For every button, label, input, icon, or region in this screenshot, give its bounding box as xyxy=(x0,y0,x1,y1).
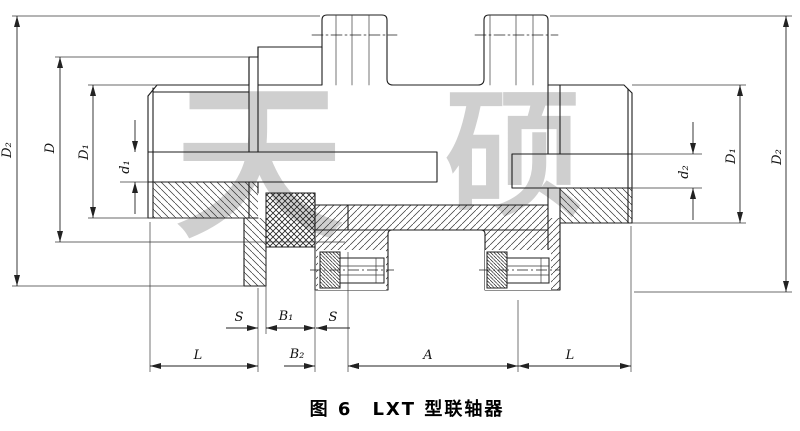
dim-label-bore-left: d₁ xyxy=(118,160,133,174)
dimension-labels: D₂ D D₁ d₁ d₂ D₁ D₂ S B₁ S L B₂ A L xyxy=(0,142,785,363)
left-pin-shank xyxy=(339,257,385,284)
right-tower-bolt-lines xyxy=(489,14,534,86)
dim-label-flange-width: B₂ xyxy=(289,347,305,362)
left-tower-bolt-lines xyxy=(335,14,370,86)
elastic-pins xyxy=(310,250,560,290)
left-flange-disc-hatch xyxy=(244,218,266,286)
dim-label-outer-diameter-right: D₂ xyxy=(770,149,785,166)
right-hub-hatch xyxy=(560,188,632,223)
extension-lines xyxy=(12,15,792,372)
dim-label-hub-diameter-left: D₁ xyxy=(77,144,92,161)
dim-label-hub-length-right: L xyxy=(565,348,575,363)
elastomer-spider-cross-hatch xyxy=(265,192,316,248)
right-pin-shank xyxy=(506,257,550,284)
left-shaft-bore xyxy=(147,151,438,183)
coupling-cross-section xyxy=(147,14,633,291)
right-pin-thread-lines xyxy=(507,258,549,283)
dim-label-middle-length: A xyxy=(422,348,432,363)
top-profile xyxy=(147,14,633,97)
dim-label-outer-diameter-left: D₂ xyxy=(0,142,15,159)
dim-label-gap-left: S xyxy=(235,310,244,325)
dim-label-hub-length-left: L xyxy=(193,348,203,363)
dim-label-bore-right: d₂ xyxy=(677,165,692,179)
dim-label-hub-diameter-right: D₁ xyxy=(724,148,739,165)
right-flange-disc xyxy=(547,84,561,291)
dim-label-spider-width: B₁ xyxy=(278,309,294,324)
dim-label-gap-right: S xyxy=(329,310,338,325)
figure-caption: 图 6 LXT 型联轴器 xyxy=(310,398,505,420)
sleeve-band-hatch xyxy=(315,205,548,230)
dim-label-flange-diameter: D xyxy=(43,142,58,154)
left-pin-thread-lines xyxy=(340,258,384,283)
dimension-lines xyxy=(14,16,789,369)
right-shaft-bore xyxy=(511,153,633,189)
left-hub-hatch xyxy=(153,182,258,218)
left-hub xyxy=(147,87,259,219)
right-hub xyxy=(559,84,633,224)
